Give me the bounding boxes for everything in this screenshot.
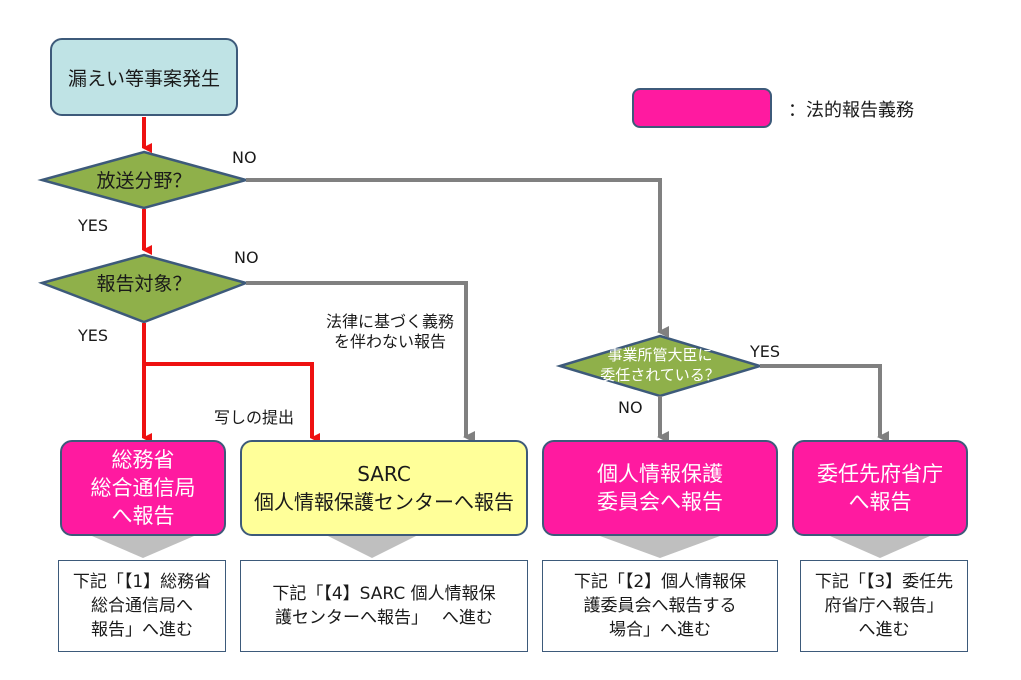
edge-label-report-yes: YES	[78, 326, 109, 345]
result-ministry-label: 委任先府省庁 へ報告	[817, 462, 943, 514]
note-soumu: 下記「【1】総務省 総合通信局へ 報告」へ進む	[58, 560, 226, 652]
note-sarc: 下記「【4】SARC 個人情報保 護センターへ報告」 へ進む	[240, 560, 528, 652]
arrow-copy-to-sarc	[144, 362, 320, 443]
result-ppc-label: 個人情報保護 委員会へ報告	[597, 462, 723, 514]
start-node-label: 漏えい等事案発生	[67, 67, 220, 90]
edge-label-report-no: NO	[234, 248, 259, 267]
start-node: 漏えい等事案発生	[50, 38, 238, 116]
legend-swatch	[632, 88, 772, 128]
edge-label-broadcast-no: NO	[232, 148, 257, 167]
note-sarc-text: 下記「【4】SARC 個人情報保 護センターへ報告」 へ進む	[272, 584, 496, 628]
note-ppc-text: 下記「【2】個人情報保 護委員会へ報告する 場合」へ進む	[573, 572, 747, 640]
decision-report-diamond	[37, 253, 251, 324]
result-sarc-label: SARC 個人情報保護センターへ報告	[254, 462, 514, 514]
edge-label-broadcast-yes: YES	[78, 216, 109, 235]
result-soumu-box: 総務省 総合通信局 へ報告	[60, 440, 226, 536]
chevron-ppc	[600, 536, 720, 558]
decision-delegated-label: 事業所管大臣に 委任されている？	[600, 346, 720, 384]
result-ppc-box: 個人情報保護 委員会へ報告	[542, 440, 778, 536]
edge-label-delegated-yes: YES	[750, 342, 781, 361]
arrow-delegated-yes-to-ministry	[760, 364, 889, 443]
note-soumu-text: 下記「【1】総務省 総合通信局へ 報告」へ進む	[72, 572, 212, 640]
result-soumu-label: 総務省 総合通信局 へ報告	[90, 448, 196, 528]
decision-broadcast-diamond	[37, 150, 251, 210]
result-sarc-box: SARC 個人情報保護センターへ報告	[240, 440, 528, 536]
arrow-broadcast-no	[246, 178, 669, 338]
decision-report-label: 報告対象？	[96, 273, 191, 295]
note-ministry-text: 下記「【3】委任先 府省庁へ報告」 へ進む	[814, 572, 954, 640]
legend-label: ：法的報告義務	[788, 100, 914, 121]
decision-broadcast-label: 放送分野？	[96, 170, 191, 192]
edge-label-non-legal: 法律に基づく義務 を伴わない報告	[325, 312, 454, 351]
note-ppc: 下記「【2】個人情報保 護委員会へ報告する 場合」へ進む	[542, 560, 778, 652]
result-ministry-box: 委任先府省庁 へ報告	[792, 440, 968, 536]
note-ministry: 下記「【3】委任先 府省庁へ報告」 へ進む	[800, 560, 968, 652]
chevron-ministry	[830, 536, 930, 558]
edge-label-delegated-no: NO	[618, 398, 643, 417]
chevron-soumu	[92, 536, 194, 558]
arrow-report-no-to-sarc	[246, 281, 475, 443]
edge-label-copy: 写しの提出	[214, 408, 295, 427]
chevron-sarc	[328, 536, 416, 558]
